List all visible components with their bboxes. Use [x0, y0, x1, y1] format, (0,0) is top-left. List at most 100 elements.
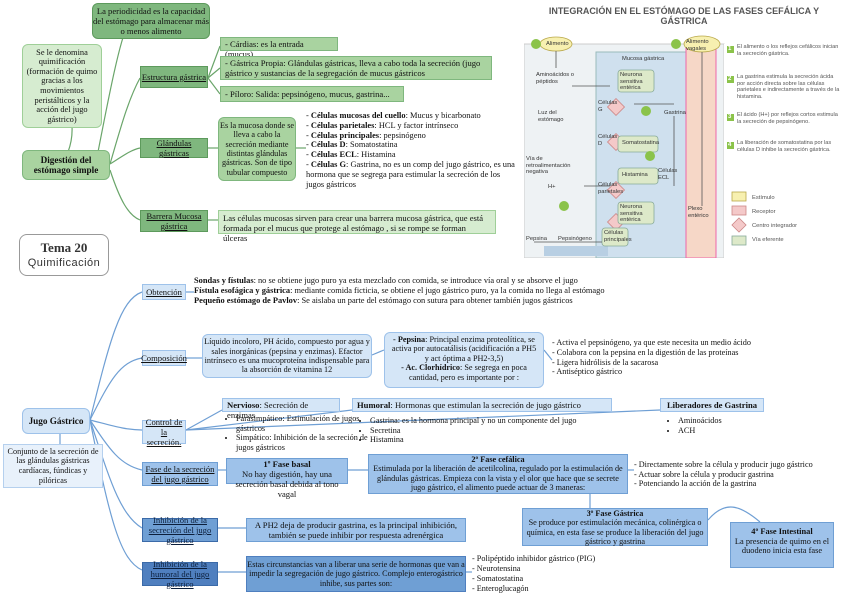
periodicidad-note-text: La periodicidad es la capacidad del estó… — [93, 6, 209, 36]
legend-number — [727, 142, 734, 149]
estructura-item-text: - Píloro: Salida: pepsinógeno, mucus, ga… — [225, 89, 390, 99]
figure-drawing — [524, 35, 844, 258]
nervioso-items: Parasimpático: Estimulación de jugos gás… — [226, 414, 376, 452]
step-number: 1 — [728, 46, 732, 52]
legend-swatch-via — [731, 235, 747, 246]
nervioso-header: Nervioso: Secreción de enzimas — [222, 398, 340, 420]
cell-item: - Células D: Somatostatina — [306, 140, 398, 150]
cell-item: - Células parietales: HCL y factor intrí… — [306, 120, 459, 130]
figure-legend-steps: El alimento o los reflejos cefálicos ini… — [737, 44, 841, 174]
inhibidor-item: - Neurotensina — [472, 564, 521, 573]
inhibicion-desc: A PH2 deja de producir gastrina, es la p… — [246, 518, 466, 542]
step-marker — [641, 106, 651, 116]
fig-label: Células principales — [604, 230, 632, 243]
fig-label: Gastrina — [664, 110, 686, 116]
figure-cell-box — [617, 69, 655, 93]
inhibidor-item: - Enteroglucagón — [472, 584, 529, 593]
step-number: 3 — [728, 114, 732, 120]
legend-swatch-estimulo — [731, 191, 747, 202]
humoral-header: Humoral: Hormonas que estimulan la secre… — [352, 398, 612, 412]
inhibidor-item: - Somatostatina — [472, 574, 524, 583]
estructura-item-text: - Gástrica Propia: Glándulas gástricas, … — [225, 58, 481, 78]
fase-basal-title: 1º Fase basal — [263, 459, 311, 469]
obtencion-details: Sondas y fístulas: no se obtiene jugo pu… — [194, 276, 630, 310]
cell-item: - Células mucosas del cuello: Mucus y bi… — [306, 111, 481, 120]
legend-key: Vía eferente — [752, 237, 784, 243]
liberadores-items: Aminoácidos ACH — [668, 416, 758, 435]
fig-label: Células parietales — [598, 182, 624, 195]
cell-desc: : pepsinógeno — [379, 130, 426, 140]
fase-basal: 1º Fase basal No hay digestión, hay una … — [226, 458, 348, 499]
obtencion-desc: : no se obtiene jugo puro ya esta mezcla… — [253, 276, 578, 285]
glandulas-desc-text: Es la mucosa donde se lleva a cabo la se… — [219, 120, 295, 177]
humoral-list: Gastrina: es la hormona principal y no u… — [360, 416, 640, 448]
barrera-desc-text: Las células mucosas sirven para crear un… — [223, 213, 484, 243]
topic-title-box: Tema 20 Quimificación — [19, 234, 109, 276]
step-marker — [559, 201, 569, 211]
cell-desc: : Mucus y bicarbonato — [405, 111, 481, 120]
role-item: - Antiséptico gástrico — [552, 367, 623, 377]
fig-label: Alimento — [546, 41, 569, 47]
jugo-root-text: Jugo Gástrico — [28, 416, 84, 426]
cell-desc: : Somatostatina — [345, 140, 398, 150]
fig-label: H+ — [548, 184, 556, 190]
jugo-definition: Conjunto de la secreción de las glándula… — [3, 444, 103, 488]
pepsina-label: - Pepsina — [393, 335, 426, 344]
cell-name: Células D — [310, 140, 346, 150]
cefalica-action: - Directamente sobre la célula y produci… — [634, 460, 813, 469]
figure-legend-keys: Estímulo Receptor Centro integrador Vía … — [752, 191, 832, 247]
estructura-item-piloro: - Píloro: Salida: pepsinógeno, mucus, ga… — [220, 86, 404, 102]
clorhidrico-item: - Ac. Clorhídrico: Se segrega en poca ca… — [389, 363, 539, 382]
fase-intestinal-title: 4º Fase Intestinal — [751, 527, 813, 536]
cell-name: Células mucosas del cuello — [310, 111, 406, 120]
control-label: Control de la secreción. — [142, 417, 186, 447]
glandulas-label-text: Glándulas gástricas — [156, 138, 192, 158]
jugo-root: Jugo Gástrico — [22, 408, 90, 434]
legend-step: La liberación de somatostatina por las c… — [737, 140, 832, 153]
inhibidor-item: - Polipéptido inhibidor gástrico (PIG) — [472, 554, 596, 563]
fase-gastrica: 3º Fase Gástrica Se produce por estimula… — [522, 508, 708, 546]
fase-gastrica-title: 3º Fase Gástrica — [586, 509, 644, 518]
fig-label: Células D — [598, 134, 618, 147]
legend-number — [727, 46, 734, 53]
cell-name: Células ECL — [310, 150, 357, 160]
fig-label: Pepsinógeno — [558, 236, 592, 242]
clorhidrico-desc: : Se segrega en poca cantidad, pero es i… — [408, 363, 527, 382]
estructura-item-text: - Cárdias: es la entrada (mucus) — [225, 39, 304, 59]
quimificacion-note: Se le denomina quimificación (formación … — [22, 44, 102, 128]
figure-cell-box — [617, 167, 659, 185]
step-marker — [531, 39, 541, 49]
legend-number — [727, 114, 734, 121]
estructura-item-gastrica: - Gástrica Propia: Glándulas gástricas, … — [220, 56, 492, 80]
obtencion-line: Sondas y fístulas: no se obtiene jugo pu… — [194, 276, 630, 286]
legend-swatch-receptor — [731, 205, 747, 216]
cell-item: - Células principales: pepsinógeno — [306, 130, 426, 140]
lumen-base — [544, 246, 608, 256]
obtencion-method: Sondas y fístulas — [194, 276, 254, 285]
inhibicion-humoral-desc: Estas circunstancias van a liberar una s… — [246, 556, 466, 592]
legend-swatch-centro — [731, 217, 747, 233]
barrera-desc: Las células mucosas sirven para crear un… — [218, 210, 496, 243]
legend-key: Receptor — [752, 209, 776, 215]
obtencion-label-text: Obtención — [146, 287, 182, 297]
legend-key: Centro integrador — [752, 223, 798, 229]
fig-label: Histamina — [622, 172, 648, 178]
fig-label: Neurona sensitiva entérica — [620, 72, 643, 91]
glandulas-desc: Es la mucosa donde se lleva a cabo la se… — [218, 117, 296, 181]
fig-label: Luz del estómago — [538, 110, 564, 123]
fig-label: Vía de retroalimentación negativa — [526, 156, 571, 175]
figure-cell-box — [617, 135, 659, 153]
estructura-label: Estructura gástrica — [140, 66, 208, 88]
enteric-plexus-area — [685, 47, 717, 258]
inhibicion-desc-text: A PH2 deja de producir gastrina, es la p… — [254, 520, 458, 540]
control-label-text: Control de la secreción. — [145, 417, 183, 447]
obtencion-line: Fístula esofágica y gástrica: mediante c… — [194, 286, 630, 296]
legend-step: El alimento o los reflejos cefálicos ini… — [737, 44, 839, 57]
digestion-root-text: Digestión del estómago simple — [33, 155, 99, 175]
obtencion-desc: : Se aislaba un parte del estómago con s… — [297, 295, 573, 305]
fase-cefalica: 2º Fase cefálica Estimulada por la liber… — [368, 454, 628, 494]
obtencion-method: Pequeño estómago de Pavlov — [194, 295, 298, 305]
liberadores-item: Aminoácidos — [678, 416, 758, 426]
periodicidad-note: La periodicidad es la capacidad del estó… — [92, 3, 210, 39]
